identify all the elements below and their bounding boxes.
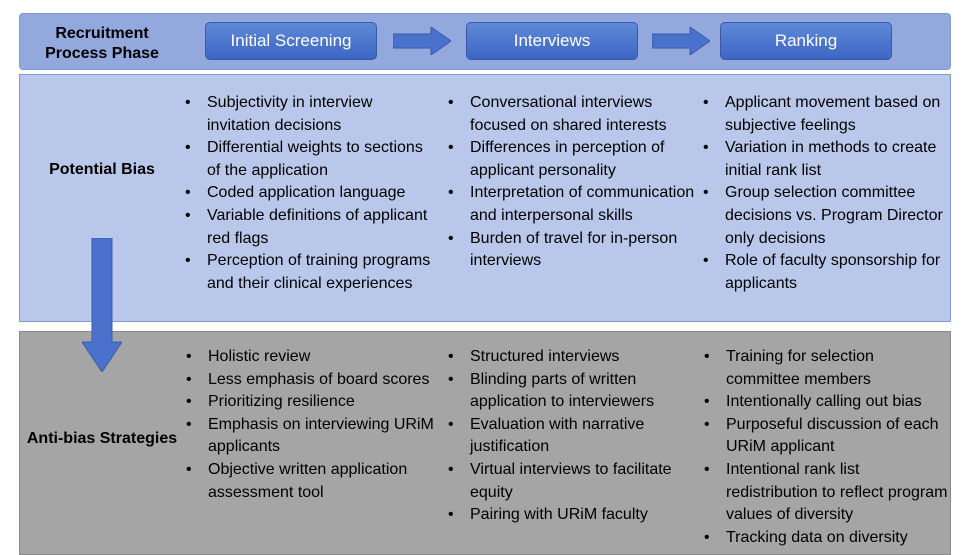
bias-item: Subjectivity in interview invitation dec… xyxy=(183,92,433,137)
phase-ranking: Ranking xyxy=(720,22,892,60)
bias-item: Coded application language xyxy=(183,182,433,205)
strategy-item: Objective written application assessment… xyxy=(184,459,434,504)
strategy-list-interviews: Structured interviews Blinding parts of … xyxy=(446,346,696,527)
strategy-item: Less emphasis of board scores xyxy=(184,369,434,392)
strategy-item: Purposeful discussion of each URiM appli… xyxy=(702,414,952,459)
strategy-item: Structured interviews xyxy=(446,346,696,369)
strategy-item: Pairing with URiM faculty xyxy=(446,504,696,527)
bias-item: Conversational interviews focused on sha… xyxy=(446,92,696,137)
phase-interviews: Interviews xyxy=(466,22,638,60)
right-arrow-icon xyxy=(652,27,710,55)
bias-list-ranking: Applicant movement based on subjective f… xyxy=(701,92,951,295)
bias-item: Interpretation of communication and inte… xyxy=(446,182,696,227)
strategy-item: Intentional rank list redistribution to … xyxy=(702,459,952,527)
strategy-item: Training for selection committee members xyxy=(702,346,952,391)
phase-row-label: Recruitment Process Phase xyxy=(45,25,159,62)
bias-item: Applicant movement based on subjective f… xyxy=(701,92,951,137)
bias-item: Differences in perception of applicant p… xyxy=(446,137,696,182)
bias-item: Variation in methods to create initial r… xyxy=(701,137,951,182)
strategy-item: Evaluation with narrative justification xyxy=(446,414,696,459)
phase-initial-screening: Initial Screening xyxy=(205,22,377,60)
bias-item: Perception of training programs and thei… xyxy=(183,250,433,295)
bias-list-initial-screening: Subjectivity in interview invitation dec… xyxy=(183,92,433,295)
strategy-list-ranking: Training for selection committee members… xyxy=(702,346,952,549)
strategy-item: Prioritizing resilience xyxy=(184,391,434,414)
bias-item: Role of faculty sponsorship for applican… xyxy=(701,250,951,295)
down-arrow-icon xyxy=(82,238,122,372)
right-arrow-icon xyxy=(393,27,451,55)
strategy-list-initial-screening: Holistic review Less emphasis of board s… xyxy=(184,346,434,504)
strategy-item: Intentionally calling out bias xyxy=(702,391,952,414)
strategy-item: Blinding parts of written application to… xyxy=(446,369,696,414)
strategy-item: Tracking data on diversity xyxy=(702,527,952,550)
bias-item: Group selection committee decisions vs. … xyxy=(701,182,951,250)
strategy-item: Holistic review xyxy=(184,346,434,369)
bias-item: Burden of travel for in-person interview… xyxy=(446,228,696,273)
potential-bias-label: Potential Bias xyxy=(49,161,155,178)
bias-list-interviews: Conversational interviews focused on sha… xyxy=(446,92,696,273)
strategy-item: Virtual interviews to facilitate equity xyxy=(446,459,696,504)
bias-item: Differential weights to sections of the … xyxy=(183,137,433,182)
strategy-item: Emphasis on interviewing URiM applicants xyxy=(184,414,434,459)
bias-item: Variable definitions of applicant red fl… xyxy=(183,205,433,250)
anti-bias-strategies-label: Anti-bias Strategies xyxy=(26,430,178,447)
